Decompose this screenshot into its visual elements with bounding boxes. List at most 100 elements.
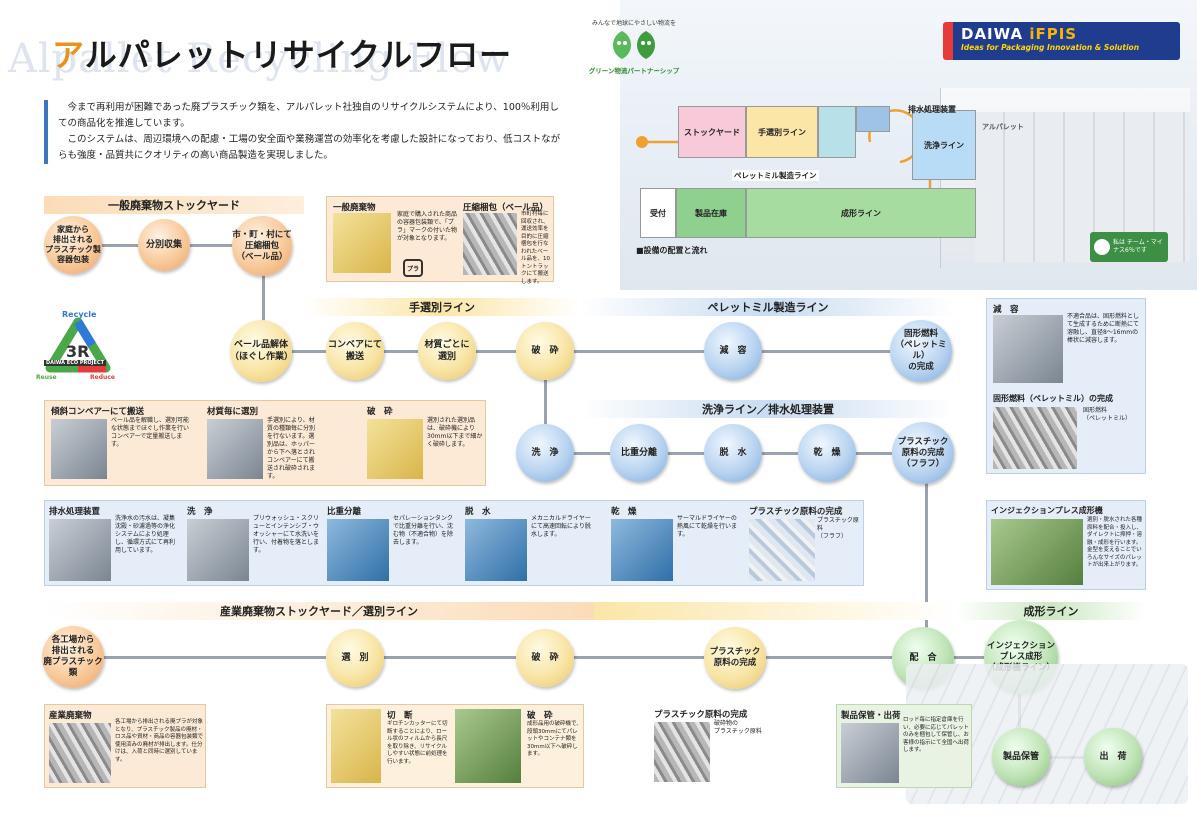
panel-general-title: 一般廃棄物 — [333, 203, 376, 213]
panel-inj-text: 選別・脱水された各種原料を配合・投入し、ダイレクトに搾押・溶融・成形を行います。… — [1087, 517, 1143, 568]
panel-industrial: 産業廃棄物 各工場から排出される廃プラが対象となり、プラスチック製品の廃材・ロス… — [44, 704, 206, 788]
team-minus-text: 私は チーム・マイナス6％です — [1113, 239, 1163, 254]
photo-gravity-tank — [327, 519, 389, 581]
photo-injection-machine — [991, 519, 1083, 585]
node-sort-collection: 分別収集 — [138, 219, 190, 271]
page-title: アルパレットリサイクルフロー — [52, 30, 512, 76]
node-crush-industrial: 破 砕 — [516, 629, 574, 687]
background-english-title: Alpallet Recycling Flow — [8, 36, 510, 82]
layout-stockyard: ストックヤード — [678, 106, 746, 158]
pura-mark-text: プラ — [406, 265, 419, 273]
intro-paragraph-1: 今まで再利用が困難であった廃プラスチック類を、アルパレット社独自のリサイクルシス… — [58, 102, 559, 129]
layout-molding-line: 成形ライン — [746, 188, 976, 238]
intro-text: 今まで再利用が困難であった廃プラスチック類を、アルパレット社独自のリサイクルシス… — [44, 100, 564, 164]
panel-reduce-text: 不適合品は、固形燃料として生成するために断熱にて溶融し、直径8〜16mmの棒状に… — [1067, 313, 1140, 344]
intro-paragraph-2: このシステムは、周辺環境への配慮・工場の安全面や業務運営の効率化を考慮した設計に… — [58, 134, 561, 161]
pura-mark-icon: プラ — [403, 259, 423, 277]
photo-crusher-industrial — [455, 709, 521, 783]
layout-pellet-label: ペレットミル製造ライン — [732, 170, 819, 181]
panel-wash-process: 排水処理装置 洗浄水の汚水は、凝集沈殿・砂濾過等の浄化システムにより処理し、循環… — [44, 500, 864, 586]
panel-cut-title: 切 断 — [387, 711, 413, 721]
recycle-3r-logo: Recycle 3R DAIWA ECO PROJECT Reuse Reduc… — [36, 310, 116, 392]
node-crush: 破 砕 — [516, 322, 574, 380]
panel-drain-text: 洗浄水の汚水は、凝集沈殿・砂濾過等の浄化システムにより処理し、循環方式にて再利用… — [115, 515, 176, 554]
photo-drain — [49, 519, 111, 581]
layout-drain-block — [856, 106, 890, 132]
panel-injection: インジェクションプレス成形機 選別・脱水された各種原料を配合・投入し、ダイレクト… — [986, 500, 1146, 590]
page-title-first-char: ア — [52, 36, 85, 74]
node-reduce: 減 容 — [704, 322, 762, 380]
panel-incline-title: 傾斜コンベアーにて搬送 — [51, 407, 144, 417]
layout-caption: ■設備の配置と流れ — [636, 246, 708, 255]
panel-crush-title: 破 砕 — [367, 407, 393, 417]
panel-raw2-text: 破砕物の プラスチック原料 — [714, 720, 762, 735]
section-industrial-tail — [594, 602, 956, 620]
flow-line-crush-down — [544, 350, 547, 454]
node-storage-front: 製品保管 — [992, 728, 1050, 786]
panel-crush2-text: 成形品用の破砕機で、段頭30mmにてパレットやコンテナ類を30mm以下へ破砕しま… — [527, 721, 582, 757]
node-gravity-separation: 比重分離 — [610, 424, 668, 482]
leaf-characters-icon — [613, 31, 655, 59]
section-general-stockyard: 一般廃棄物ストックヤード — [44, 196, 304, 214]
panel-crush-text: 選別された選別品は、破砕機により30mm以下まで細かく破砕します。 — [427, 417, 483, 448]
panel-reduce-title: 減 容 — [993, 305, 1019, 315]
panel-cut-text: ギロチンカッターにて切断することにより、ロール状のフィルムから長尺を取り除き、リ… — [387, 721, 448, 765]
section-hand-sort-line: 手選別ライン — [304, 298, 580, 316]
panel-raw-title: プラスチック原料の完成 — [749, 507, 843, 517]
node-dewater: 脱 水 — [704, 424, 762, 482]
panel-incline-text: ベール品を解職し、選別可能な状態までほぐし作業を行いコンベアーで定量搬送します。 — [111, 417, 190, 448]
panel-reduce: 減 容 不適合品は、固形燃料として生成するために断熱にて溶融し、直径8〜16mm… — [986, 298, 1146, 474]
panel-general-waste: 一般廃棄物 家庭で購入された商品の容器包装類で、「プラ」マークの付いた物が対象と… — [326, 196, 554, 285]
photo-guillotine-cutter — [331, 709, 381, 783]
panel-bale-text: 市町村毎に回収され、運送効率を目的に圧縮梱包を行なわれたベール品を、10トントラ… — [521, 211, 550, 285]
section-industrial: 産業廃棄物ストックヤード／選別ライン — [44, 602, 594, 620]
daiwa-logo-name: DAIWA — [961, 25, 1030, 43]
layout-drain-label: 排水処理装置 — [908, 105, 956, 114]
photo-crusher — [367, 419, 423, 479]
panel-ind-text: 各工場から排出される廃プラが対象となり、プラスチック製品の廃材・ロス品や資材・商… — [115, 719, 204, 763]
layout-wash-line: 洗浄ライン — [912, 110, 976, 180]
flow-line-hand — [264, 350, 934, 353]
recycle-right-label: Reduce — [90, 374, 115, 381]
photo-pellets — [993, 407, 1077, 469]
panel-general-text: 家庭で購入された商品の容器包装類で、「プラ」マークの付いた物が対象となります。 — [397, 211, 458, 242]
building-sign: アルパレット — [982, 123, 1024, 131]
recycle-3r-label: 3R — [66, 342, 90, 361]
photo-washer — [187, 519, 249, 581]
panel-dry-text: サーマルドライヤーの熱風にて乾燥を行います。 — [677, 515, 738, 538]
panel-storage: 製品保管・出荷 ロッド毎に指定倉庫を行い、必要に応じてパレットのみを梱包して保管… — [836, 704, 972, 788]
layout-receive: 受付 — [640, 188, 676, 238]
recycle-arrows-icon — [45, 317, 111, 373]
panel-bale-title: 圧縮梱包（ベール品） — [463, 203, 549, 213]
section-pellet-line: ペレットミル製造ライン — [580, 298, 956, 316]
panel-dewater-title: 脱 水 — [465, 507, 491, 517]
panel-store-text: ロッド毎に指定倉庫を行い、必要に応じてパレットのみを梱包して保管し、お客様の指示… — [903, 717, 970, 753]
panel-raw-industrial: プラスチック原料の完成 破砕物の プラスチック原料 — [650, 704, 780, 788]
photo-dryer-mechanical — [465, 519, 527, 581]
recycle-top-label: Recycle — [62, 310, 97, 319]
node-conveyor: コンベアにて 搬送 — [326, 322, 384, 380]
panel-material-text: 手選別により、材質の種類毎に分別を行ないます。選別品は、ホッパーから下へ落とされ… — [267, 417, 316, 480]
photo-household-containers — [333, 213, 391, 273]
photo-reduce-machine — [993, 315, 1063, 383]
node-factory-waste: 各工場から 排出される 廃プラスチック類 — [42, 626, 104, 688]
photo-bales — [463, 213, 517, 275]
recycle-sub-label: DAIWA ECO PROJECT — [44, 360, 106, 366]
recycle-left-label: Reuse — [36, 374, 57, 381]
layout-product-stock: 製品在庫 — [676, 188, 746, 238]
node-city-bale: 市・町・村にて 圧縮梱包 （ベール品） — [232, 216, 292, 276]
photo-industrial-waste — [49, 723, 111, 783]
node-bale-unpack: ベール品解体 （ほぐし作業） — [230, 320, 293, 382]
panel-store-title: 製品保管・出荷 — [841, 711, 901, 721]
section-wash-line: 洗浄ライン／排水処理装置 — [580, 400, 956, 418]
layout-pellet-block — [818, 106, 856, 158]
node-plastic-raw-industrial: プラスチック 原料の完成 — [704, 627, 766, 689]
green-logo-top-text: みんなで地球にやさしい物流を — [591, 20, 676, 27]
page-title-rest: ルパレットリサイクルフロー — [84, 36, 513, 74]
panel-crush2-title: 破 砕 — [527, 711, 553, 721]
photo-incline-conveyor — [51, 419, 107, 479]
layout-hand-sort: 手選別ライン — [746, 106, 818, 158]
node-select: 選 別 — [326, 629, 384, 687]
flow-line-raw-down — [925, 452, 928, 657]
